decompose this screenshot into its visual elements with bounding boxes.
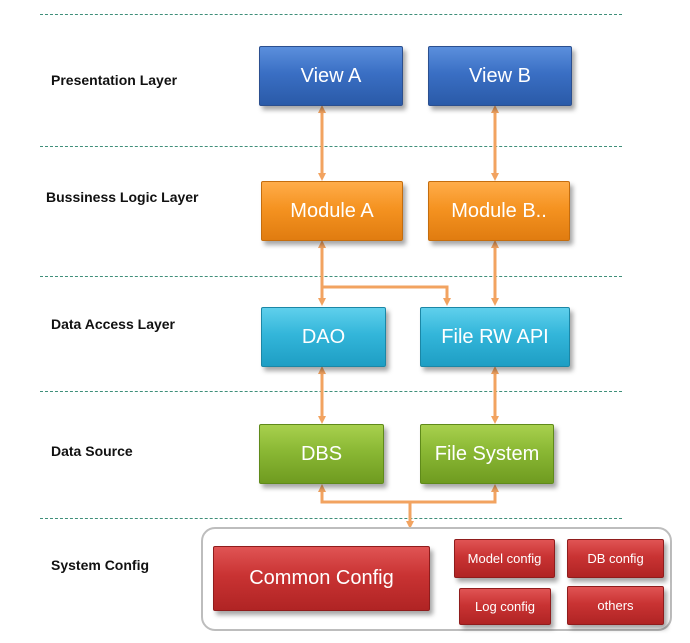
others-box: others: [567, 586, 664, 625]
system-config-label: System Config: [51, 557, 150, 573]
divider-top: [40, 14, 622, 15]
dao-box: DAO: [261, 307, 386, 367]
divider-business-data-access: [40, 276, 622, 277]
common-config-label: Common Config: [249, 567, 394, 589]
log-config-box: Log config: [459, 588, 551, 625]
arrow-module-a-file-rw-api: [322, 285, 451, 306]
dbs-box: DBS: [259, 424, 384, 484]
dbs-label: DBS: [300, 442, 343, 465]
db-config-box: DB config: [567, 539, 664, 578]
module-a-box: Module A: [261, 181, 403, 241]
bracket-dbs-file-system: [318, 484, 499, 504]
module-a-label: Module A: [290, 199, 374, 222]
view-a-box: View A: [259, 46, 403, 106]
db-config-label: DB config: [587, 551, 644, 566]
divider-data-access-data-source: [40, 391, 622, 392]
divider-data-source-system-config: [40, 518, 622, 519]
others-label: others: [597, 598, 634, 613]
divider-presentation-business: [40, 146, 622, 147]
data-source-label: Data Source: [51, 443, 133, 459]
dao-label: DAO: [301, 325, 346, 348]
common-config-box: Common Config: [213, 546, 430, 611]
model-config-box: Model config: [454, 539, 555, 578]
presentation-layer-label: Presentation Layer: [51, 72, 178, 88]
module-b-box: Module B..: [428, 181, 570, 241]
file-rw-api-label: File RW API: [441, 325, 549, 348]
model-config-label: Model config: [467, 551, 542, 566]
view-a-label: View A: [300, 64, 362, 87]
log-config-label: Log config: [475, 599, 535, 614]
business-logic-layer-label: Bussiness Logic Layer: [46, 189, 199, 205]
system-config-frame: [201, 527, 672, 631]
file-system-label: File System: [434, 442, 540, 465]
view-b-label: View B: [469, 64, 531, 87]
file-rw-api-box: File RW API: [420, 307, 570, 367]
module-b-label: Module B..: [451, 199, 547, 222]
file-system-box: File System: [420, 424, 554, 484]
data-access-layer-label: Data Access Layer: [51, 316, 176, 332]
view-b-box: View B: [428, 46, 572, 106]
